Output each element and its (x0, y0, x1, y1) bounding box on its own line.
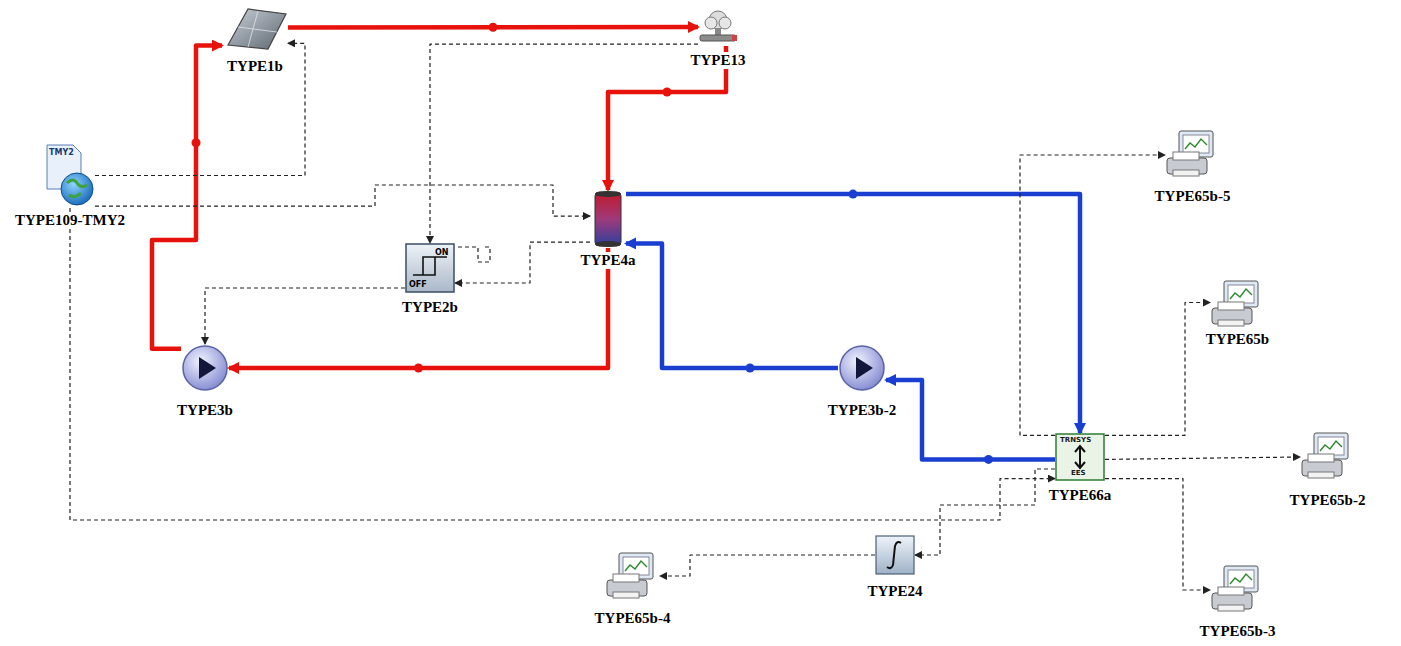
signal-link (70, 208, 1055, 520)
signal-link (1105, 479, 1210, 590)
flow-dot (984, 455, 993, 464)
signal-link (1105, 457, 1300, 459)
component-label: TYPE3b-2 (826, 402, 898, 419)
plotter-icon-graphic (1210, 565, 1265, 615)
signal-link (95, 185, 590, 216)
component-label: TYPE2b (400, 299, 460, 316)
flow-dot (849, 190, 858, 199)
fluid-pipe (626, 243, 838, 368)
component-label: TYPE24 (866, 583, 925, 600)
signal-link (95, 43, 305, 175)
icon-text: ON (435, 249, 449, 257)
icon-text: TMY2 (49, 149, 74, 157)
signal-link (1020, 155, 1165, 435)
signal-link (430, 44, 698, 243)
plotter-icon-graphic (1165, 130, 1220, 180)
icon-text: EES (1071, 470, 1086, 477)
plotter-icon-graphic (1300, 432, 1355, 482)
controller-icon: ONOFFTYPE2b (405, 243, 455, 293)
fluid-pipe (626, 194, 1080, 433)
plotter-icon-graphic (605, 552, 660, 600)
component-label: TYPE13 (689, 52, 748, 69)
pump-icon: TYPE3b-2 (838, 344, 886, 392)
integrator-icon: TYPE24 (875, 535, 915, 575)
signal-link (660, 555, 875, 576)
component-label: TYPE3b (175, 402, 235, 419)
weather-data-icon: TMY2TYPE109-TMY2 (45, 143, 95, 208)
flow-dot (663, 88, 672, 97)
solar-collector-graphic (222, 5, 288, 50)
component-label: TYPE4a (579, 252, 638, 269)
component-label: TYPE65b-5 (1153, 188, 1233, 205)
plotter-icon: TYPE65b-4 (605, 552, 660, 600)
component-label: TYPE65b-4 (593, 610, 673, 627)
diverter-icon-graphic (698, 8, 738, 46)
component-label: TYPE65b-2 (1288, 492, 1368, 509)
flow-dot (414, 364, 423, 373)
integrator-icon-graphic (875, 535, 915, 575)
flow-dot (192, 138, 201, 147)
storage-tank-graphic (590, 190, 626, 248)
fluid-pipe (886, 380, 1055, 459)
solar-collector: TYPE1b (222, 5, 288, 50)
storage-tank: TYPE4a (590, 190, 626, 248)
pump-icon: TYPE3b (181, 344, 229, 392)
signal-link (1105, 303, 1210, 436)
component-label: TYPE1b (225, 58, 285, 75)
plotter-icon: TYPE65b-3 (1210, 565, 1265, 615)
icon-text: TRNSYS (1060, 437, 1091, 444)
plotter-icon: TYPE65b (1210, 280, 1265, 325)
plotter-icon: TYPE65b-2 (1300, 432, 1355, 482)
plotter-icon-graphic (1210, 280, 1265, 325)
icon-text: OFF (409, 281, 427, 289)
pump-icon-graphic (181, 344, 229, 392)
component-label: TYPE66a (1047, 487, 1114, 504)
controller-self-loop (458, 247, 490, 262)
component-label: TYPE65b (1204, 331, 1271, 348)
flow-dot (746, 364, 755, 373)
signal-link (455, 242, 590, 283)
signal-link (205, 288, 405, 344)
flow-dot (489, 23, 498, 32)
pump-icon-graphic (838, 344, 886, 392)
component-label: TYPE65b-3 (1198, 623, 1278, 640)
equation-solver-box: TRNSYSEESTYPE66a (1055, 433, 1105, 481)
component-label: TYPE109-TMY2 (13, 212, 127, 229)
signal-link (915, 469, 1055, 555)
diverter-icon: TYPE13 (698, 8, 738, 46)
plotter-icon: TYPE65b-5 (1165, 130, 1220, 180)
fluid-pipe (152, 46, 222, 349)
